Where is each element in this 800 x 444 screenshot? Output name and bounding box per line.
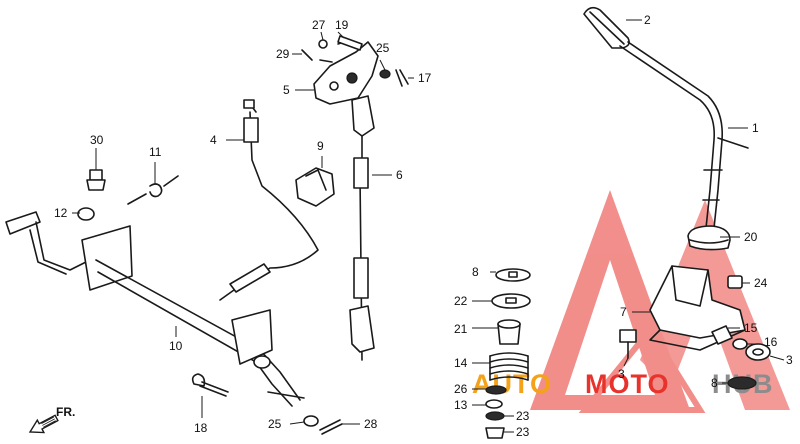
part-6-cable <box>349 95 375 361</box>
part-27-washer <box>318 39 328 49</box>
part-25-washer-top <box>379 69 391 79</box>
part-9-clamp <box>295 167 335 207</box>
part-8-washer-top <box>495 268 531 282</box>
part-15-bolt <box>711 325 733 345</box>
callout-3-left: 3 <box>618 367 625 381</box>
front-direction-indicator: FR. <box>28 405 75 434</box>
part-16-washer <box>732 338 748 350</box>
part-21-collar <box>497 319 521 345</box>
callout-3-right: 3 <box>786 353 793 367</box>
callout-25-bottom: 25 <box>268 417 282 431</box>
callout-17: 17 <box>418 71 432 85</box>
part-12-nut <box>77 207 95 221</box>
callout-18: 18 <box>194 421 208 435</box>
part-13-nut <box>485 399 503 409</box>
watermark-text-b: MOTO <box>585 369 670 399</box>
front-arrow-icon <box>28 414 59 434</box>
pedal <box>5 211 91 275</box>
callout-5: 5 <box>283 83 290 97</box>
part-22-washer <box>491 293 531 309</box>
front-label: FR. <box>56 405 75 419</box>
part-3-bolt-left <box>619 329 637 359</box>
watermark-text-a: AUTO <box>472 369 552 399</box>
part-10-brake-shaft <box>81 225 305 407</box>
part-17-clip <box>395 69 409 87</box>
callout-12: 12 <box>54 206 68 220</box>
part-24-nut <box>727 275 743 289</box>
callout-19: 19 <box>335 18 349 32</box>
callout-28: 28 <box>364 417 378 431</box>
part-23-nut <box>485 427 505 439</box>
callout-labels: 1 2 3 3 4 5 6 7 8 8 9 10 11 12 13 14 15 … <box>54 13 793 439</box>
callout-20: 20 <box>744 230 758 244</box>
callout-9: 9 <box>317 139 324 153</box>
callout-24: 24 <box>754 276 768 290</box>
callout-22: 22 <box>454 294 468 308</box>
leader-lines <box>72 19 785 433</box>
part-11-spring <box>127 175 179 205</box>
part-28-cotter-pin <box>319 419 343 435</box>
part-4-cable <box>219 99 319 301</box>
part-23-washer <box>485 411 505 421</box>
part-14-spring <box>489 352 529 381</box>
callout-29: 29 <box>276 47 290 61</box>
part-2-grip <box>583 6 630 49</box>
callout-15: 15 <box>744 321 758 335</box>
callout-21: 21 <box>454 322 468 336</box>
part-30-bolt <box>86 169 106 191</box>
callout-16: 16 <box>764 335 778 349</box>
callout-23-upper: 23 <box>516 409 530 423</box>
callout-8-top: 8 <box>472 265 479 279</box>
callout-7: 7 <box>620 305 627 319</box>
callout-30: 30 <box>90 133 104 147</box>
part-1-shift-lever <box>619 41 749 229</box>
callout-10: 10 <box>169 339 183 353</box>
callout-1: 1 <box>752 121 759 135</box>
callout-14: 14 <box>454 356 468 370</box>
part-29-pin <box>301 49 313 61</box>
part-8-washer-right <box>727 376 757 390</box>
callout-11: 11 <box>149 145 162 159</box>
part-7-bracket <box>649 265 746 351</box>
callout-8-right: 8 <box>711 376 718 390</box>
part-5-bracket <box>313 39 379 105</box>
callout-23-lower: 23 <box>516 425 530 439</box>
callout-13: 13 <box>454 398 468 412</box>
part-18-pin <box>191 373 229 397</box>
part-25-washer-bottom <box>303 415 319 427</box>
callout-27: 27 <box>312 18 326 32</box>
part-26-washer <box>485 385 507 395</box>
callout-2: 2 <box>644 13 651 27</box>
part-20-boot <box>687 225 731 251</box>
callout-26: 26 <box>454 382 468 396</box>
callout-4: 4 <box>210 133 217 147</box>
callout-6: 6 <box>396 168 403 182</box>
part-19-pin <box>337 35 363 51</box>
callout-25-top: 25 <box>376 41 390 55</box>
